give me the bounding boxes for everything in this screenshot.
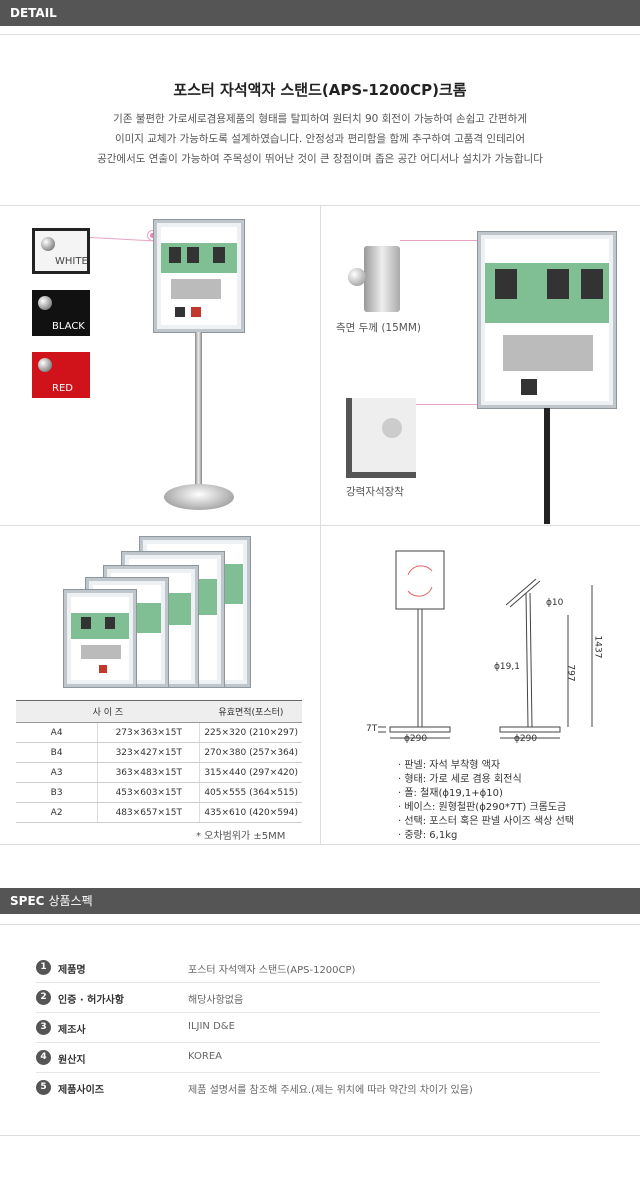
spec-label: 제품명 [58, 965, 86, 976]
spec-section: 1 제품명 포스터 자석액자 스탠드(APS-1200CP) 2 인증 · 허가… [0, 924, 640, 1136]
color-swatch-black: BLACK [32, 290, 90, 336]
product-description: 기존 불편한 가로세로겸용제품의 형태를 탈피하여 원터치 90 회전이 가능하… [40, 109, 600, 169]
spec-header-label: SPEC [10, 894, 45, 908]
magnet-knob-icon [38, 296, 52, 310]
desc-line: 공간에서도 연출이 가능하여 주목성이 뛰어난 것이 큰 장점이며 좁은 공간 … [97, 153, 543, 165]
spec-number-badge: 2 [36, 990, 51, 1005]
stand-base [164, 484, 234, 510]
stand-pole [195, 332, 202, 492]
magnet-knob-icon [38, 358, 52, 372]
table-cell: 405×555 (364×515) [199, 782, 302, 803]
dim-pole-top: ϕ10 [546, 598, 564, 608]
spec-bullet: · 폴: 철재(ϕ19,1+ϕ10) [398, 788, 503, 799]
table-cell: B3 [16, 782, 99, 803]
dim-height-797: 797 [565, 664, 576, 682]
spec-bullet: · 형태: 가로 세로 겸용 회전식 [398, 774, 522, 785]
table-row: A4 273×363×15T 225×320 (210×297) [16, 722, 302, 743]
spec-number-badge: 3 [36, 1020, 51, 1035]
spec-bullet: · 선택: 포스터 혹은 판넬 사이즈 색상 선택 [398, 816, 574, 827]
color-label-black: BLACK [52, 321, 85, 332]
detail-header: DETAIL [0, 0, 640, 26]
spec-row: 4 원산지 KOREA [36, 1043, 600, 1073]
size-table: 사 이 즈 유효면적(포스터) A4 273×363×15T 225×320 (… [16, 700, 302, 823]
spec-row: 1 제품명 포스터 자석액자 스탠드(APS-1200CP) [36, 953, 600, 983]
spec-row: 3 제조사 ILJIN D&E [36, 1013, 600, 1043]
column-header-size: 사 이 즈 [16, 700, 200, 723]
stand-pole-black [544, 408, 550, 524]
technical-drawing [378, 550, 593, 739]
magnet-knob-icon [348, 268, 366, 286]
magnet-detail-image [346, 398, 416, 478]
spec-value: ILJIN D&E [188, 1021, 235, 1032]
spec-bullet: · 판넬: 자석 부착형 액자 [398, 760, 501, 771]
table-cell: 453×603×15T [97, 782, 201, 803]
tolerance-note: * 오차범위가 ±5MM [196, 831, 286, 842]
spec-value: KOREA [188, 1051, 222, 1062]
table-cell: B4 [16, 742, 99, 763]
table-cell: A4 [16, 722, 99, 743]
spec-row: 2 인증 · 허가사항 해당사항없음 [36, 983, 600, 1013]
callout-line [400, 240, 484, 241]
dim-pole-main: ϕ19,1 [494, 662, 520, 672]
dim-base-side: ϕ290 [514, 734, 538, 744]
table-row: A2 483×657×15T 435×610 (420×594) [16, 802, 302, 823]
spec-value: 해당사항없음 [188, 995, 244, 1006]
table-cell: 435×610 (420×594) [199, 802, 302, 823]
table-cell: A2 [16, 802, 99, 823]
side-thickness-caption: 측면 두께 (15MM) [336, 322, 421, 334]
desc-line: 기존 불편한 가로세로겸용제품의 형태를 탈피하여 원터치 90 회전이 가능하… [113, 113, 527, 125]
column-header-area: 유효면적(포스터) [199, 700, 302, 723]
color-swatch-white: WHITE [32, 228, 90, 274]
poster-frame-image [154, 220, 244, 332]
spec-value: 제품 설명서를 참조해 주세요.(제는 위치에 따라 약간의 차이가 있음) [188, 1085, 473, 1096]
spec-number-badge: 4 [36, 1050, 51, 1065]
table-cell: 225×320 (210×297) [199, 722, 302, 743]
spec-number-badge: 1 [36, 960, 51, 975]
table-cell: 323×427×15T [97, 742, 201, 763]
color-label-red: RED [52, 383, 73, 394]
grid-divider-horizontal [0, 525, 640, 526]
spec-value: 포스터 자석액자 스탠드(APS-1200CP) [188, 965, 356, 976]
intro-section: 포스터 자석액자 스탠드(APS-1200CP)크롬 기존 불편한 가로세로겸용… [0, 34, 640, 206]
poster-frame-large-image [478, 232, 616, 408]
size-table-header: 사 이 즈 유효면적(포스터) [16, 700, 302, 723]
spec-row: 5 제품사이즈 제품 설명서를 참조해 주세요.(제는 위치에 따라 약간의 차… [36, 1073, 600, 1103]
table-row: B4 323×427×15T 270×380 (257×364) [16, 742, 302, 763]
color-swatch-red: RED [32, 352, 90, 398]
table-cell: 483×657×15T [97, 802, 201, 823]
desc-line: 이미지 교체가 가능하도록 설계하였습니다. 안정성과 편리함을 함께 추구하여… [114, 133, 526, 145]
spec-bullet: · 베이스: 원형철판(ϕ290*7T) 크롬도금 [398, 802, 567, 813]
spec-bullet: · 중량: 6,1kg [398, 830, 458, 841]
spec-label: 제조사 [58, 1025, 86, 1036]
color-label-white: WHITE [55, 256, 88, 267]
spec-label: 원산지 [58, 1055, 86, 1066]
poster-frame-a4 [64, 590, 136, 687]
spec-header-sub: 상품스펙 [48, 894, 93, 908]
table-cell: A3 [16, 762, 99, 783]
magnet-caption: 강력자석장착 [346, 486, 404, 498]
spec-number-badge: 5 [36, 1080, 51, 1095]
table-row: A3 363×483×15T 315×440 (297×420) [16, 762, 302, 783]
dim-base-thickness: 7T [366, 724, 378, 734]
table-cell: 273×363×15T [97, 722, 201, 743]
side-profile-image [364, 246, 400, 312]
dim-base-front: ϕ290 [404, 734, 428, 744]
spec-label: 제품사이즈 [58, 1085, 104, 1096]
table-cell: 270×380 (257×364) [199, 742, 302, 763]
callout-line [416, 404, 484, 405]
product-title: 포스터 자석액자 스탠드(APS-1200CP)크롬 [173, 81, 467, 99]
table-cell: 363×483×15T [97, 762, 201, 783]
table-cell: 315×440 (297×420) [199, 762, 302, 783]
table-row: B3 453×603×15T 405×555 (364×515) [16, 782, 302, 803]
spec-label: 인증 · 허가사항 [58, 995, 124, 1006]
magnet-knob-icon [41, 237, 55, 251]
detail-header-label: DETAIL [10, 6, 57, 20]
dim-height-1437: 1437 [592, 635, 603, 659]
